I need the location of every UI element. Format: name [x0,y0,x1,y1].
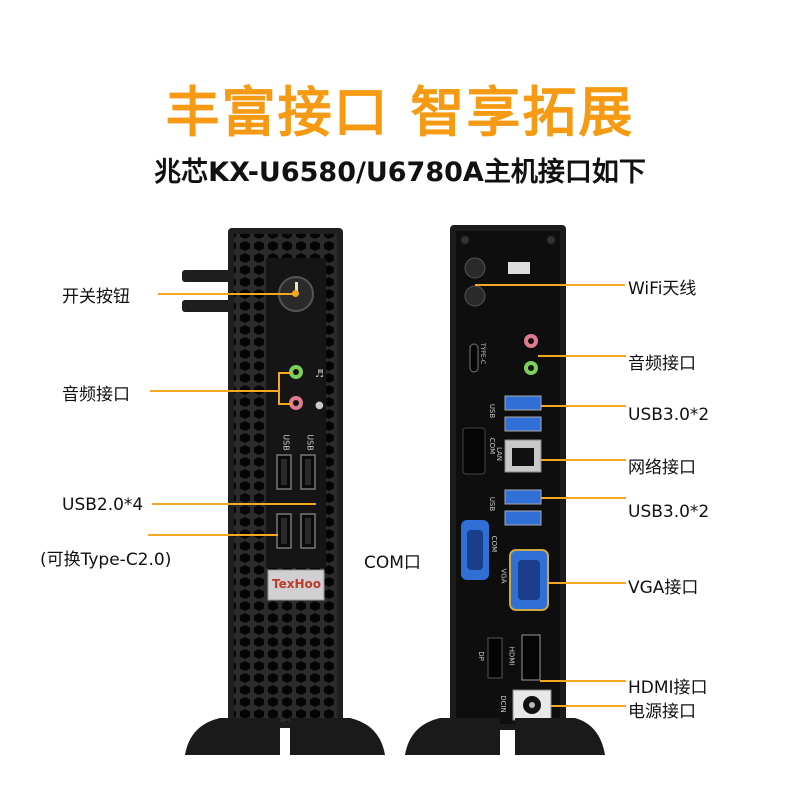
callout-dot [292,290,299,297]
hdmi-port [521,634,541,681]
label-hdmi: HDMI接口 [628,678,708,698]
callout-line [541,459,626,461]
callout-line [148,534,278,536]
dp-port [487,637,503,679]
antenna-icon [182,270,234,282]
callout-line [150,390,278,392]
rear-usb-silk-1: USB [488,403,497,419]
antenna-icon [182,300,234,312]
type-c-port [469,343,479,373]
dp-silk: DP [476,651,485,661]
label-rear-audio: 音频接口 [628,354,696,374]
label-usb3-top: USB3.0*2 [628,405,710,425]
callout-line [278,372,292,374]
com-knockout [462,427,486,475]
label-wifi: WiFi天线 [628,279,697,299]
hdmi-silk: HDMI [507,646,516,666]
svg-text:●: ● [315,400,324,411]
callout-line [548,582,626,584]
com-silk-2: COM [490,535,499,553]
usb-silk-2: USB [305,434,315,451]
usb3-port [504,489,542,505]
svg-text:♬: ♬ [315,369,324,380]
label-lan: 网络接口 [628,458,696,478]
label-usb2: USB2.0*4 [62,495,144,515]
label-com: COM口 [364,553,421,573]
callout-line [278,403,292,405]
brand-logo-text: TexHoo [272,577,322,591]
front-stand [185,718,280,755]
front-port-panel [266,258,326,568]
label-usb3-bottom: USB3.0*2 [628,502,710,522]
page-subtitle: 兆芯KX-U6580/U6780A主机接口如下 [154,157,646,188]
label-power-button: 开关按钮 [62,287,130,307]
vga-silk: VGA [499,568,508,584]
page-title: 丰富接口 智享拓展 [165,81,635,144]
usb3-port [504,416,542,432]
type-c-silk: TYPE-C [479,342,487,365]
callout-line [158,293,296,295]
callout-line [152,503,316,505]
rear-unit [405,225,605,755]
label-power: 电源接口 [628,702,696,722]
usb-silk-1: USB [281,434,291,451]
rear-stand [405,718,500,755]
usb3-port [504,510,542,526]
label-front-audio: 音频接口 [62,385,130,405]
callout-line [551,705,626,707]
wifi-antenna-connector [464,257,486,279]
callout-line [475,284,625,286]
lan-silk: LAN [495,446,504,462]
dcin-silk: DCIN [498,695,507,713]
callout-line [540,680,626,682]
lock-slot [508,262,530,274]
callout-line [541,405,626,407]
usb3-port [504,395,542,411]
callout-line [541,497,626,499]
brand-plate [267,569,325,601]
label-usb2-note: (可换Type-C2.0) [40,550,172,570]
label-vga: VGA接口 [628,578,699,598]
callout-line [538,355,626,357]
callout-line [278,372,280,404]
front-unit: ♬ ● [182,228,385,755]
rear-usb-silk-2: USB [488,496,497,512]
wifi-antenna-connector [464,285,486,307]
